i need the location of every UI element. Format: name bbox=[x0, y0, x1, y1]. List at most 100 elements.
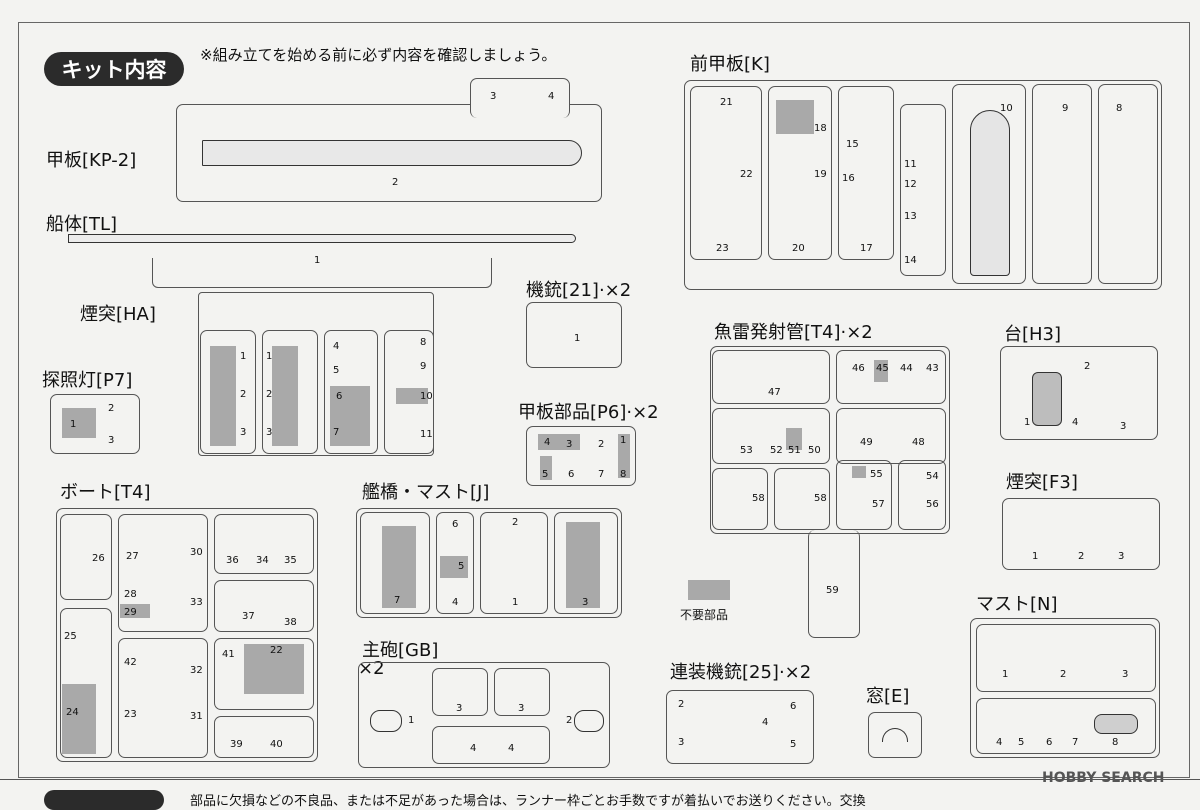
torpedo-cell bbox=[836, 350, 946, 404]
label-boat: ボート[T4] bbox=[60, 482, 151, 503]
bridge-cell bbox=[554, 512, 618, 614]
part-number: 3 bbox=[582, 597, 589, 608]
part-number: 2 bbox=[566, 715, 573, 726]
sprue-deck bbox=[176, 104, 602, 202]
part-number: 25 bbox=[64, 631, 77, 642]
part-number: 50 bbox=[808, 445, 821, 456]
funnel-ha-cell-4 bbox=[384, 330, 434, 454]
part-number: 11 bbox=[904, 159, 917, 170]
part-number: 2 bbox=[1078, 551, 1085, 562]
boat-cell bbox=[214, 514, 314, 574]
part-number: 4 bbox=[996, 737, 1003, 748]
sprue-hull bbox=[152, 258, 492, 288]
fore-deck-cell bbox=[1032, 84, 1092, 284]
torpedo-cell bbox=[836, 460, 892, 530]
torpedo-cell bbox=[898, 460, 946, 530]
unneeded-part bbox=[874, 360, 888, 382]
fore-deck-cell bbox=[768, 86, 832, 260]
label-main-gun: 主砲[GB] bbox=[362, 640, 439, 661]
mast-cell bbox=[976, 698, 1156, 754]
label-mast-n: マスト[N] bbox=[976, 594, 1058, 615]
sprue-boat bbox=[56, 508, 318, 762]
fore-deck-cell bbox=[900, 104, 946, 276]
unneeded-part bbox=[440, 556, 468, 578]
part-number: 8 bbox=[1112, 737, 1119, 748]
part-number: 4 bbox=[544, 437, 551, 448]
part-number: 18 bbox=[814, 123, 827, 134]
part-number: 44 bbox=[900, 363, 913, 374]
part-number: 1 bbox=[620, 435, 627, 446]
part-number: 1 bbox=[240, 351, 247, 362]
unneeded-part bbox=[62, 408, 96, 438]
funnel-ha-cell-3 bbox=[324, 330, 378, 454]
part-number: 6 bbox=[568, 469, 575, 480]
part-number: 3 bbox=[490, 91, 497, 102]
instruction-note: ※組み立てを始める前に必ず内容を確認しましょう。 bbox=[200, 46, 557, 64]
part-number: 14 bbox=[904, 255, 917, 266]
unneeded-part bbox=[786, 428, 802, 450]
part-number: 23 bbox=[716, 243, 729, 254]
boat-cell bbox=[60, 608, 112, 758]
part-number: 9 bbox=[1062, 103, 1069, 114]
label-mg: 機銃[21]·×2 bbox=[526, 280, 632, 301]
part-number: 1 bbox=[70, 419, 77, 430]
hull-part bbox=[68, 234, 576, 243]
part-number: 32 bbox=[190, 665, 203, 676]
part-number: 5 bbox=[458, 561, 465, 572]
sprue-torpedo bbox=[710, 346, 950, 534]
label-deck: 甲板[KP-2] bbox=[46, 150, 137, 171]
part-number: 46 bbox=[852, 363, 865, 374]
sprue-mast-n bbox=[970, 618, 1160, 758]
sprue-window bbox=[868, 712, 922, 758]
part-number: 4 bbox=[333, 341, 340, 352]
page-frame bbox=[18, 22, 1190, 778]
part-number: 4 bbox=[762, 717, 769, 728]
part-number: 36 bbox=[226, 555, 239, 566]
torpedo-cell bbox=[712, 408, 830, 464]
part-number: 4 bbox=[1072, 417, 1079, 428]
part-number: 16 bbox=[842, 173, 855, 184]
part-number: 7 bbox=[1072, 737, 1079, 748]
unneeded-legend-swatch bbox=[688, 580, 730, 600]
part-number: 22 bbox=[740, 169, 753, 180]
deck-part bbox=[202, 140, 582, 166]
part-number: 1 bbox=[574, 333, 581, 344]
label-searchlight: 探照灯[P7] bbox=[42, 370, 133, 391]
part-number: 4 bbox=[470, 743, 477, 754]
boat-cell bbox=[118, 514, 208, 632]
torpedo-cell bbox=[774, 468, 830, 530]
part-number: 57 bbox=[872, 499, 885, 510]
part-number: 8 bbox=[1116, 103, 1123, 114]
part-number: 4 bbox=[508, 743, 515, 754]
part-number: 40 bbox=[270, 739, 283, 750]
part-number: 3 bbox=[456, 703, 463, 714]
part-number: 43 bbox=[926, 363, 939, 374]
boat-cell bbox=[60, 514, 112, 600]
sprue-funnel-f3 bbox=[1002, 498, 1160, 570]
fore-deck-cell bbox=[1098, 84, 1158, 284]
unneeded-part bbox=[244, 644, 304, 694]
part-number: 26 bbox=[92, 553, 105, 564]
part-number: 35 bbox=[284, 555, 297, 566]
unneeded-legend-label: 不要部品 bbox=[680, 608, 729, 622]
part-number: 54 bbox=[926, 471, 939, 482]
part-number: 39 bbox=[230, 739, 243, 750]
unneeded-part bbox=[210, 346, 236, 446]
part-number: 4 bbox=[452, 597, 459, 608]
part-number: 6 bbox=[452, 519, 459, 530]
part-number: 3 bbox=[678, 737, 685, 748]
sprue-stand bbox=[1000, 346, 1158, 440]
part-number: 3 bbox=[266, 427, 273, 438]
boat-cell bbox=[214, 638, 314, 710]
fore-deck-cell bbox=[838, 86, 894, 260]
boat-cell bbox=[214, 716, 314, 758]
part-number: 7 bbox=[394, 595, 401, 606]
boat-cell bbox=[214, 580, 314, 632]
part-number: 29 bbox=[124, 607, 137, 618]
part-number: 5 bbox=[333, 365, 340, 376]
boat-cell bbox=[118, 638, 208, 758]
part-number: 11 bbox=[420, 429, 433, 440]
part-number: 31 bbox=[190, 711, 203, 722]
torpedo-cell bbox=[712, 468, 768, 530]
bottom-rule bbox=[0, 779, 1200, 780]
